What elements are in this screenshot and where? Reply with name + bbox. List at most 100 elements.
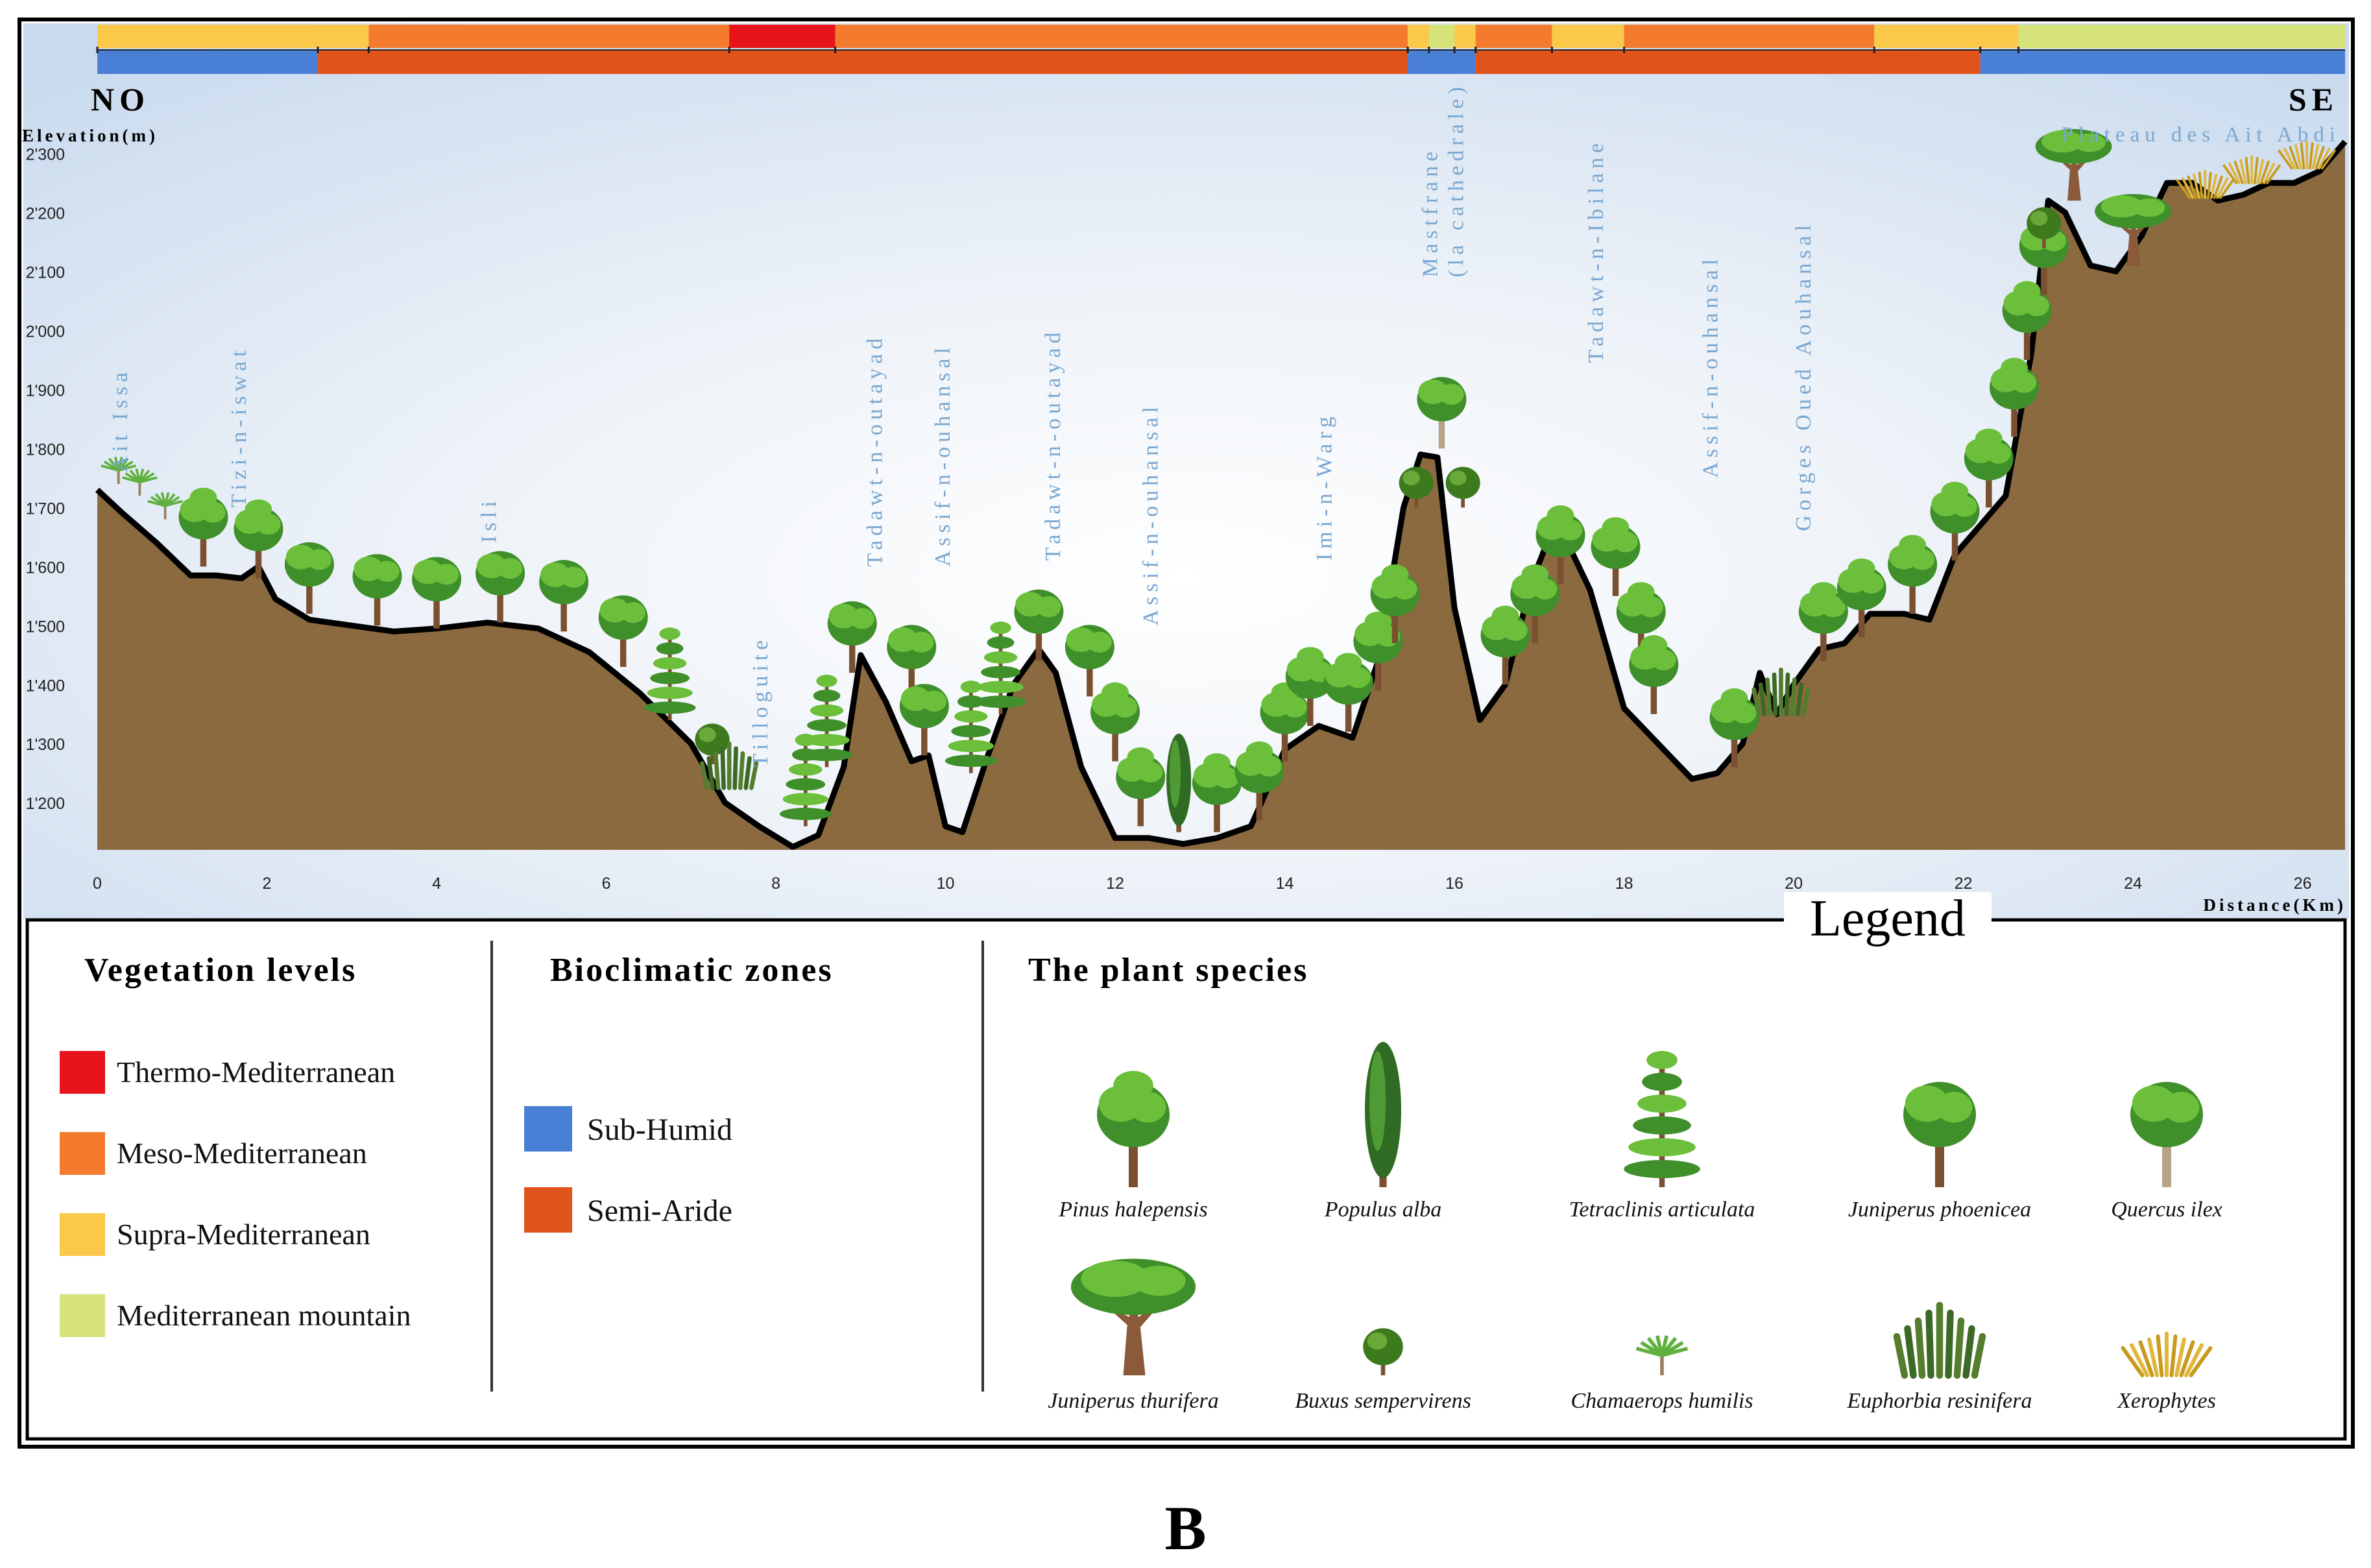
label-thermo: Thermo-Mediterranean bbox=[117, 1055, 395, 1089]
plant-pinus bbox=[1930, 481, 1980, 561]
trunk bbox=[1391, 606, 1399, 644]
plant-pinus bbox=[1591, 517, 1641, 596]
legend-icon-pinus bbox=[1097, 1070, 1170, 1187]
blade bbox=[2193, 173, 2200, 199]
crown-top bbox=[1975, 428, 2003, 449]
trunk bbox=[1035, 623, 1042, 661]
y-tick-label: 2'300 bbox=[26, 145, 65, 163]
plant-pinus bbox=[1480, 605, 1530, 685]
x-tick-label: 24 bbox=[2124, 874, 2142, 893]
crown-top bbox=[2001, 357, 2028, 378]
plant-pinus bbox=[1260, 682, 1310, 762]
foliage-tier bbox=[789, 763, 823, 776]
crown-top bbox=[1521, 564, 1549, 585]
crown-top bbox=[1547, 505, 1574, 525]
trunk bbox=[1105, 1295, 1162, 1375]
blade bbox=[2121, 1346, 2145, 1377]
blade bbox=[2222, 164, 2238, 184]
crown-top bbox=[1113, 1070, 1153, 1100]
plant-xerophyte bbox=[2278, 140, 2336, 170]
stem bbox=[1971, 1333, 1986, 1379]
trunk bbox=[908, 659, 915, 697]
terrain-profile bbox=[97, 141, 2345, 850]
trunk bbox=[849, 636, 856, 673]
plant-juniperus bbox=[412, 557, 462, 629]
swatch-meso bbox=[60, 1132, 105, 1175]
crown-top bbox=[1640, 635, 1668, 655]
blade bbox=[2259, 160, 2270, 184]
trunk bbox=[710, 753, 714, 765]
stem bbox=[720, 746, 726, 790]
crown-highlight bbox=[699, 727, 716, 742]
crown-highlight bbox=[2024, 295, 2049, 317]
x-tick-label: 0 bbox=[93, 874, 102, 893]
foliage-tier bbox=[951, 725, 991, 738]
plant-pinus bbox=[1234, 741, 1284, 821]
vegetation-band-segment-supra bbox=[97, 25, 369, 48]
y-tick-label: 1'300 bbox=[26, 736, 65, 754]
crown-highlight bbox=[1449, 470, 1467, 486]
bioclimatic-band-segment-sub bbox=[1408, 49, 1476, 74]
foliage-tier bbox=[779, 808, 832, 821]
crown-highlight bbox=[1439, 383, 1464, 405]
crown-highlight bbox=[1731, 702, 1757, 724]
foliage-tier bbox=[990, 621, 1011, 634]
trunk bbox=[1176, 821, 1181, 832]
plant-pinus bbox=[2002, 281, 2052, 360]
trunk bbox=[1256, 783, 1263, 821]
stem bbox=[699, 761, 710, 790]
trunk bbox=[1650, 677, 1657, 714]
frond bbox=[1661, 1346, 1689, 1357]
plant-pinus bbox=[1510, 564, 1560, 644]
trunk bbox=[374, 588, 381, 626]
crown-highlight bbox=[1081, 1260, 1149, 1297]
y-tick-label: 1'500 bbox=[26, 618, 65, 636]
crown-highlight bbox=[1169, 740, 1181, 808]
plant-juniperus bbox=[887, 625, 937, 697]
crown-top bbox=[1941, 481, 1969, 502]
y-axis: 1'2001'3001'4001'5001'6001'7001'8001'900… bbox=[26, 145, 65, 813]
crown-highlight bbox=[498, 557, 523, 579]
direction-left: NO bbox=[91, 81, 150, 117]
blade bbox=[2209, 173, 2218, 199]
label-supra: Supra-Mediterranean bbox=[117, 1218, 370, 1251]
crown-top bbox=[1627, 582, 1655, 602]
plant-buxus bbox=[1445, 466, 1480, 508]
place-label: Tadawt-n-outayad bbox=[1041, 328, 1065, 561]
y-tick-label: 1'900 bbox=[26, 381, 65, 400]
blade bbox=[2228, 162, 2241, 184]
plant-thurifera bbox=[2035, 129, 2112, 201]
stem bbox=[1758, 682, 1767, 717]
legend-label-quercus: Quercus ilex bbox=[2111, 1198, 2222, 1222]
legend-title-backing bbox=[1784, 892, 1992, 944]
trunk bbox=[1380, 1362, 1386, 1375]
trunk bbox=[255, 541, 262, 579]
foliage-tier bbox=[987, 636, 1015, 649]
blade bbox=[2176, 179, 2191, 199]
trunk bbox=[1345, 695, 1352, 732]
crown-highlight bbox=[1129, 1092, 1166, 1123]
blade bbox=[2187, 175, 2197, 199]
legend-title: Legend bbox=[1810, 890, 1966, 947]
crown-highlight bbox=[561, 566, 586, 588]
plant-pinus bbox=[1709, 688, 1759, 767]
legend-icon-euphorbia bbox=[1893, 1301, 1986, 1379]
crown-highlight bbox=[1651, 649, 1676, 671]
foliage-tier bbox=[1633, 1116, 1691, 1135]
plant-pinus bbox=[1629, 635, 1679, 714]
crown-top bbox=[1491, 605, 1519, 626]
crown-top bbox=[1127, 747, 1155, 767]
stem bbox=[1801, 687, 1811, 717]
plant-pinus bbox=[1888, 535, 1938, 614]
trunk bbox=[1307, 688, 1314, 726]
legend-label-thurifera: Juniperus thurifera bbox=[1048, 1389, 1218, 1413]
bioclimatic-band-segment-sub bbox=[97, 49, 318, 74]
trunk bbox=[2056, 151, 2091, 201]
stem bbox=[738, 751, 745, 790]
legend-icon-xerophyte bbox=[2121, 1331, 2213, 1377]
foliage-tier bbox=[782, 793, 828, 806]
foliage-tier bbox=[804, 734, 850, 747]
trunk bbox=[1986, 470, 1992, 508]
x-axis-title: Distance(Km) bbox=[2204, 895, 2346, 915]
stem bbox=[1914, 1317, 1926, 1379]
